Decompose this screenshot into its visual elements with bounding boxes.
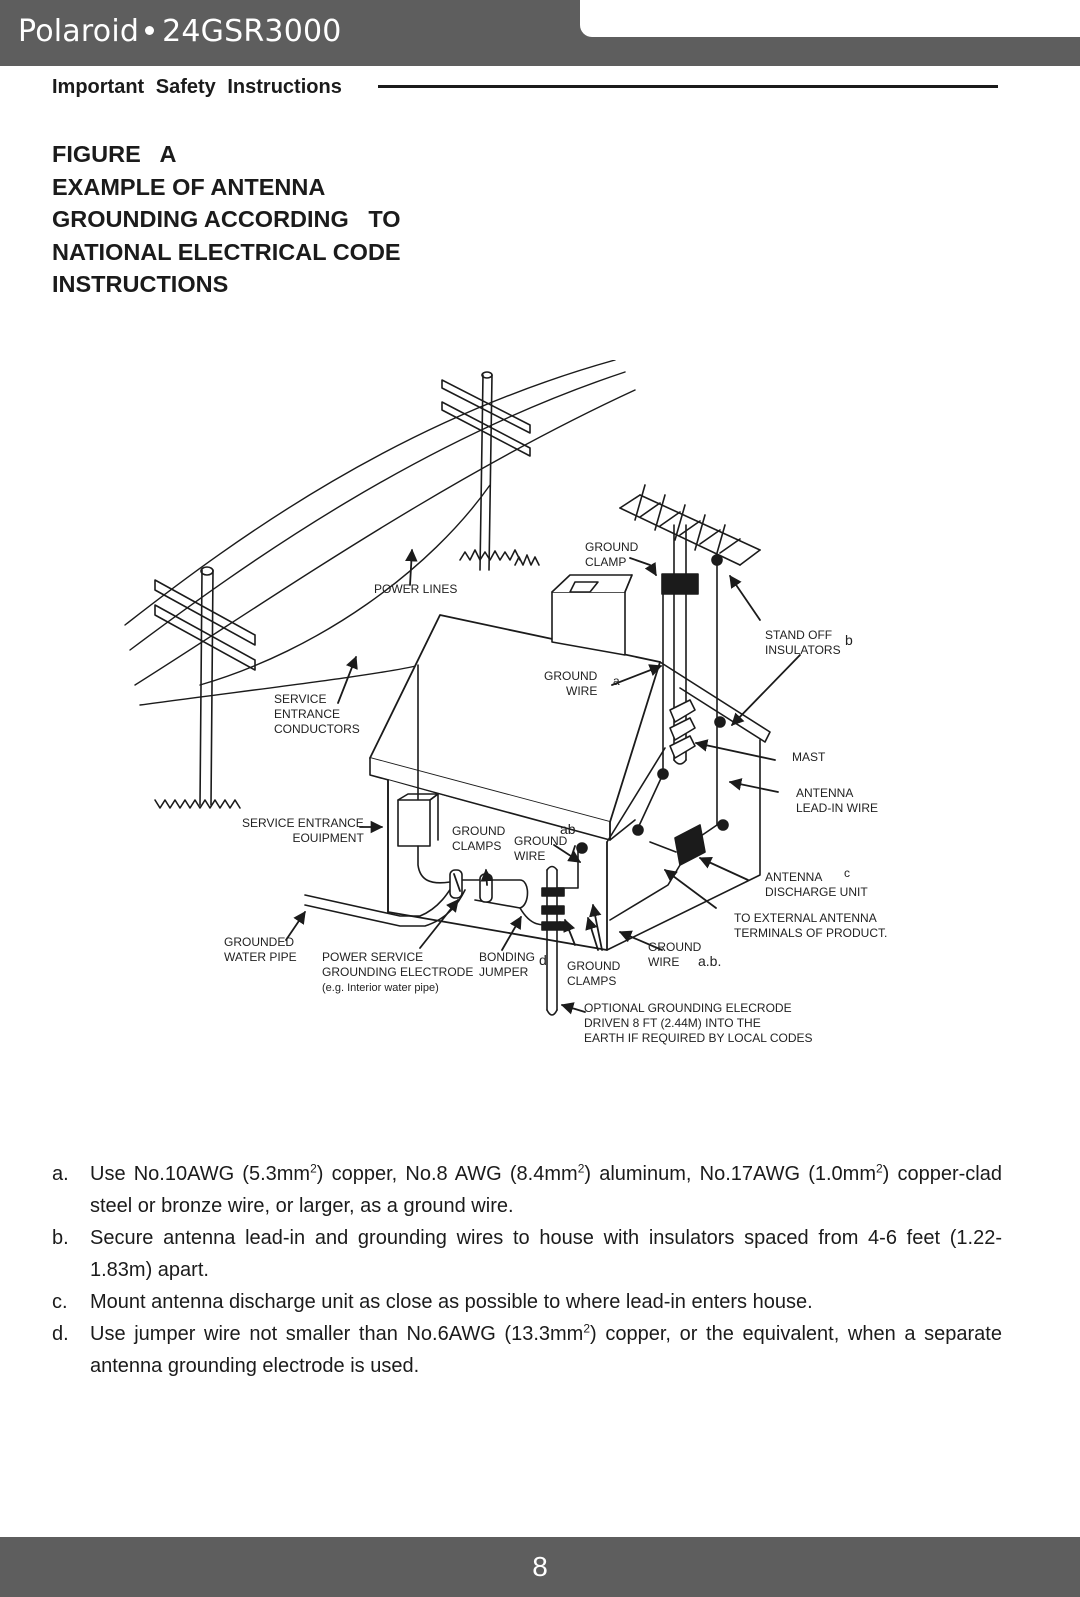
tag-ab: ab [560,821,576,837]
note-a: a. Use No.10AWG (5.3mm2) copper, No.8 AW… [52,1158,1002,1222]
figure-title-line: FIGURE A [52,141,177,167]
antenna-grounding-diagram: POWER LINES GROUND CLAMP STAND OFF INSUL… [120,359,890,1075]
service-entrance [397,664,456,884]
figure-title-line: GROUNDING ACCORDING TO [52,206,401,232]
footer-bar [0,1537,1080,1597]
note-letter: c. [52,1291,68,1313]
label-power-lines: POWER LINES [374,582,458,596]
note-text-part: ) copper, or the equivalent, when a sepa… [90,1323,1002,1377]
label-ground-wire-mid: GROUND WIRE [514,834,568,863]
tag-d: d [539,952,547,968]
label-bonding-jumper: BONDING JUMPER [479,950,536,979]
notes-list: a. Use No.10AWG (5.3mm2) copper, No.8 AW… [52,1158,1002,1382]
label-to-external-antenna-terminals: TO EXTERNAL ANTENNA TERMINALS OF PRODUCT… [734,911,888,940]
header-notch [580,0,1080,37]
antenna [609,484,761,921]
superscript: 2 [310,1161,317,1176]
note-text: Use jumper wire not smaller than No.6AWG… [90,1318,1002,1382]
label-antenna-discharge-unit: ANTENNA DISCHARGE UNIT [765,870,868,899]
label-ground-clamps-mid: GROUND CLAMPS [452,824,506,853]
note-b: b. Secure antenna lead-in and grounding … [52,1222,1002,1286]
note-text-part: ) copper-clad steel or bronze wire, or l… [90,1163,1003,1217]
figure-title-line: NATIONAL ELECTRICAL CODE [52,238,401,265]
page-number: 8 [532,1551,548,1582]
section-heading: Important Safety Instructions [52,76,342,98]
label-stand-off-insulators: STAND OFF INSULATORS [765,628,841,657]
tag-c: c [844,866,850,880]
diagram-drawing [124,359,801,1016]
label-service-entrance-equipment: SERVICE ENTRANCE EOUIPMENT [242,816,364,845]
note-text-part: Use No.10AWG (5.3mm [90,1163,311,1185]
power-lines [124,359,636,706]
label-ground-clamps-low: GROUND CLAMPS [567,959,621,988]
note-letter: d. [52,1323,69,1345]
superscript: 2 [875,1161,883,1176]
utility-pole-back [441,371,540,571]
brand-name: Polaroid [18,14,140,49]
note-text: Use No.10AWG (5.3mm2) copper, No.8 AWG (… [90,1158,1002,1222]
note-letter: b. [52,1227,69,1249]
tag-a-b: a.b. [698,953,722,969]
note-c: c. Mount antenna discharge unit as close… [52,1286,1002,1318]
note-text-part: ) copper, No.8 AWG (8.4mm [316,1163,578,1185]
brand-dot [145,25,155,35]
house [369,574,771,951]
note-text-part: ) aluminum, No.17AWG (1.0mm [584,1163,876,1185]
label-optional-grounding-electrode: OPTIONAL GROUNDING ELECRODE DRIVEN 8 FT … [584,1001,813,1045]
label-ground-wire-low: GROUND WIRE [648,940,702,969]
tag-a: a [613,674,620,688]
label-service-entrance-conductors: SERVICE ENTRANCE CONDUCTORS [274,692,360,736]
ground-rod [541,842,588,1016]
note-text-part: Use jumper wire not smaller than No.6AWG… [90,1323,584,1345]
figure-title-line: INSTRUCTIONS [52,271,229,297]
figure-title-line: EXAMPLE OF ANTENNA [52,173,326,200]
leader-arrows [285,548,801,1015]
label-grounded-water-pipe: GROUNDED WATER PIPE [224,935,297,964]
figure-title: FIGURE A EXAMPLE OF ANTENNA GROUNDING AC… [52,138,401,301]
label-ground-wire-top: GROUND WIRE [544,669,598,698]
model-name: 24GSR3000 [162,14,342,49]
note-letter: a. [52,1163,69,1185]
superscript: 2 [577,1161,585,1176]
label-power-service-example: (e.g. Interior water pipe) [322,982,439,994]
label-power-service-grounding-electrode: POWER SERVICE GROUNDING ELECTRODE [322,950,474,979]
tag-b: b [845,632,853,648]
note-d: d. Use jumper wire not smaller than No.6… [52,1318,1002,1382]
label-antenna-lead-in-wire: ANTENNA LEAD-IN WIRE [796,786,879,815]
label-mast: MAST [792,750,826,764]
section-rule [378,85,998,88]
label-ground-clamp: GROUND CLAMP [585,540,639,569]
brand-logo: Polaroid 24GSR3000 [18,14,342,49]
utility-pole-front [154,566,256,809]
note-text: Secure antenna lead-in and grounding wir… [90,1227,1002,1281]
superscript: 2 [583,1321,591,1336]
note-text: Mount antenna discharge unit as close as… [90,1291,813,1313]
